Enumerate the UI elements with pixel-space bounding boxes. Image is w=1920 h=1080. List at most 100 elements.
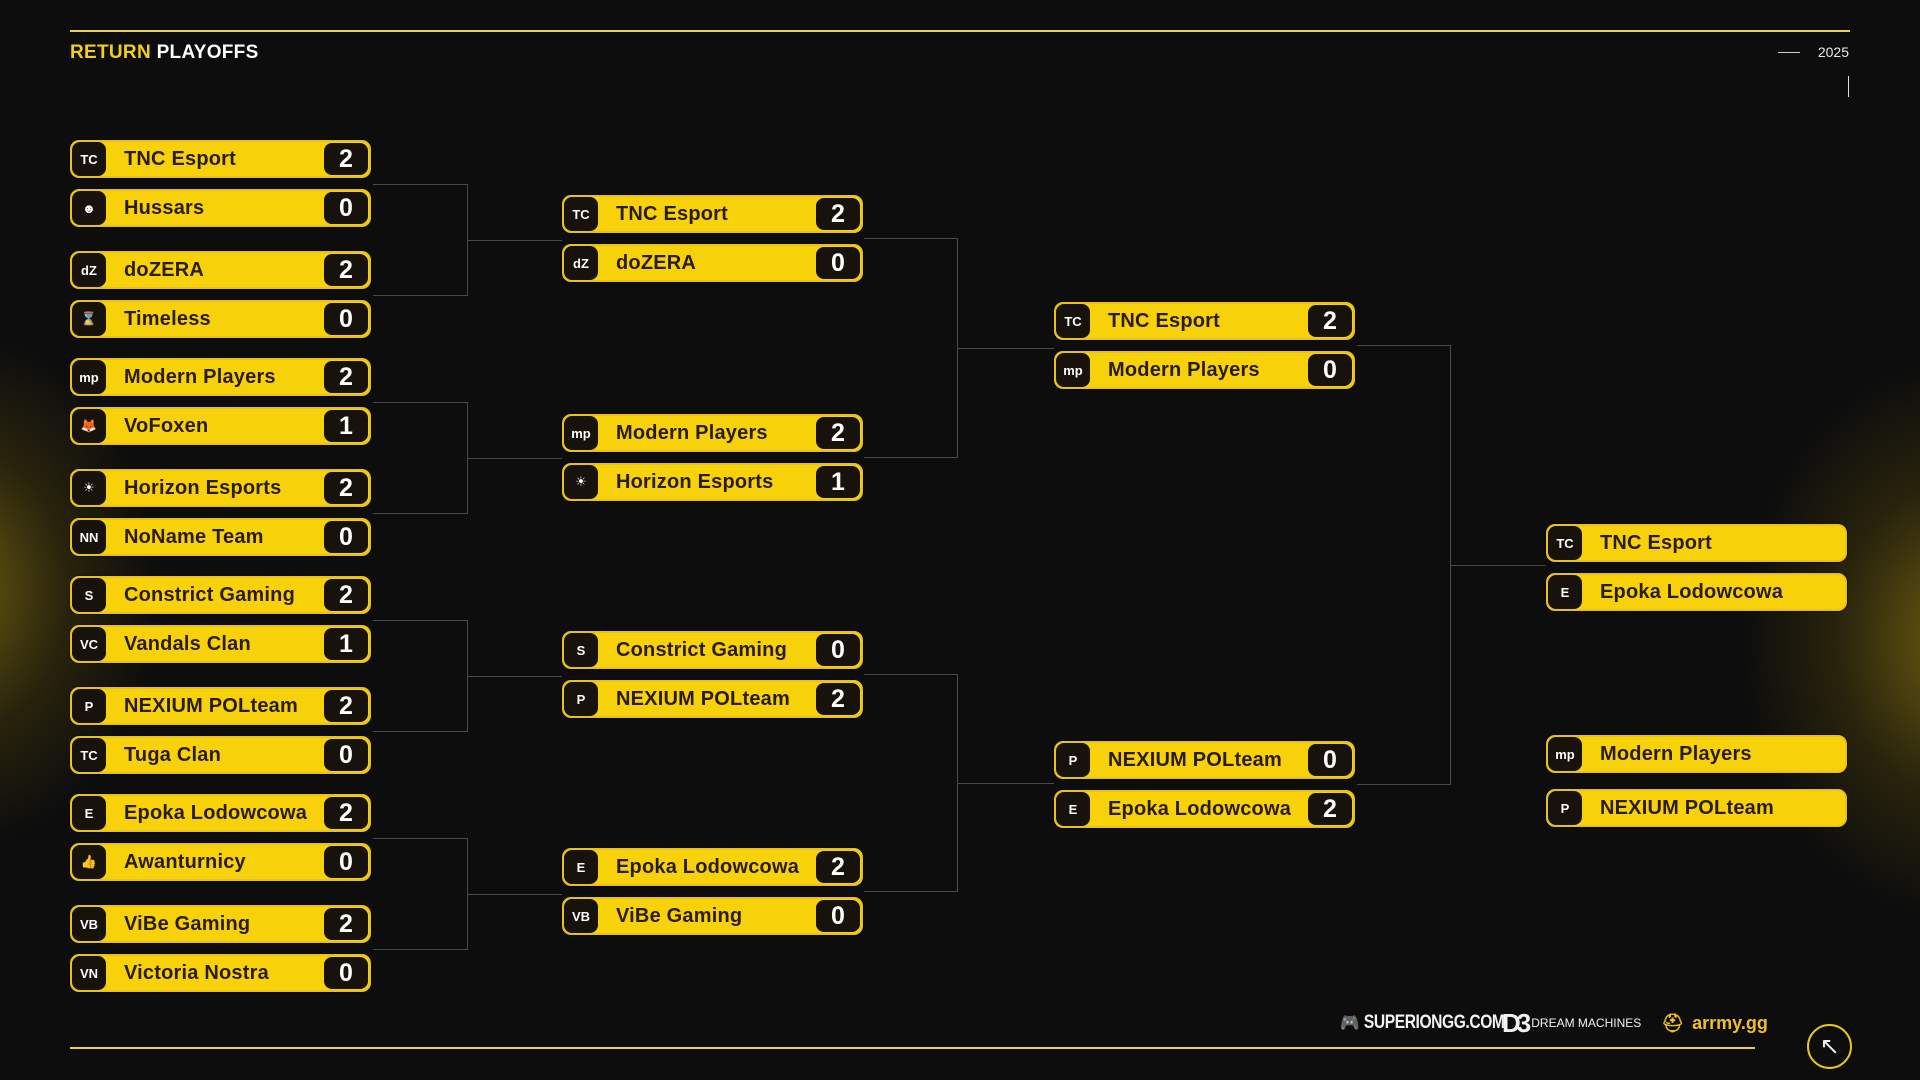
team-row[interactable]: E Epoka Lodowcowa 2 [70, 794, 371, 832]
team-score: 2 [816, 198, 860, 230]
team-row[interactable]: dZ doZERA 2 [70, 251, 371, 289]
team-row[interactable]: ⌛ Timeless 0 [70, 300, 371, 338]
background-glow-right [1740, 360, 1920, 920]
team-row[interactable]: ☀ Horizon Esports 2 [70, 469, 371, 507]
team-logo-icon: E [1548, 575, 1582, 609]
team-logo-icon: mp [564, 416, 598, 450]
team-score: 0 [816, 634, 860, 666]
team-row[interactable]: 👍 Awanturnicy 0 [70, 843, 371, 881]
team-row[interactable]: P NEXIUM POLteam 0 [1054, 741, 1355, 779]
team-row[interactable]: mp Modern Players 2 [70, 358, 371, 396]
team-name: TNC Esport [616, 202, 728, 225]
team-score: 0 [324, 521, 368, 553]
connector-line [1357, 345, 1450, 346]
team-logo-icon: TC [564, 197, 598, 231]
gamepad-icon: 🎮 [1340, 1013, 1360, 1034]
team-score: 2 [1308, 793, 1352, 825]
team-row[interactable]: VB ViBe Gaming 0 [562, 897, 863, 935]
team-row[interactable]: TC TNC Esport 2 [1054, 302, 1355, 340]
team-row[interactable]: P NEXIUM POLteam [1546, 789, 1847, 827]
team-name: doZERA [124, 258, 205, 281]
team-logo-icon: ⌛ [72, 302, 106, 336]
team-logo-icon: mp [72, 360, 106, 394]
connector-line [1357, 784, 1450, 785]
connector-line [1450, 565, 1546, 566]
connector-line [373, 731, 467, 732]
team-logo-icon: 🦊 [72, 409, 106, 443]
header-divider [70, 30, 1850, 32]
connector-line [467, 458, 562, 459]
team-name: doZERA [616, 251, 697, 274]
team-logo-icon: TC [72, 142, 106, 176]
team-score: 0 [324, 303, 368, 335]
team-score: 0 [324, 739, 368, 771]
team-row[interactable]: mp Modern Players [1546, 735, 1847, 773]
team-row[interactable]: mp Modern Players 0 [1054, 351, 1355, 389]
team-logo-icon: TC [1056, 304, 1090, 338]
connector-line [373, 620, 467, 621]
team-row[interactable]: ☀ Horizon Esports 1 [562, 463, 863, 501]
team-row[interactable]: E Epoka Lodowcowa [1546, 573, 1847, 611]
team-logo-icon: mp [1056, 353, 1090, 387]
team-name: Epoka Lodowcowa [616, 855, 800, 878]
team-row[interactable]: E Epoka Lodowcowa 2 [562, 848, 863, 886]
team-row[interactable]: VC Vandals Clan 1 [70, 625, 371, 663]
team-name: NEXIUM POLteam [124, 694, 298, 717]
team-name: Timeless [124, 307, 211, 330]
team-row[interactable]: VB ViBe Gaming 2 [70, 905, 371, 943]
dream-machines-logo-icon: D3 [1502, 1007, 1531, 1038]
title-accent: RETURN [70, 42, 151, 63]
scroll-top-button[interactable]: ↖ [1807, 1024, 1852, 1069]
team-name: ViBe Gaming [616, 904, 743, 927]
team-score: 2 [324, 690, 368, 722]
sponsor-superiongg[interactable]: 🎮 SUPERIONGG.COM [1340, 1011, 1505, 1035]
team-row[interactable]: TC Tuga Clan 0 [70, 736, 371, 774]
team-score: 0 [1308, 354, 1352, 386]
team-score: 2 [816, 417, 860, 449]
team-name: TNC Esport [1600, 531, 1712, 554]
team-row[interactable]: dZ doZERA 0 [562, 244, 863, 282]
team-score: 1 [816, 466, 860, 498]
team-score: 1 [324, 628, 368, 660]
team-name: Constrict Gaming [124, 583, 295, 606]
team-score: 2 [816, 683, 860, 715]
team-row[interactable]: E Epoka Lodowcowa 2 [1054, 790, 1355, 828]
team-score: 0 [816, 900, 860, 932]
team-name: NoName Team [124, 525, 264, 548]
team-row[interactable]: S Constrict Gaming 0 [562, 631, 863, 669]
team-score: 2 [324, 472, 368, 504]
team-score: 2 [324, 797, 368, 829]
team-row[interactable]: P NEXIUM POLteam 2 [562, 680, 863, 718]
arrmy-helmet-icon: ⛑ [1661, 1012, 1685, 1033]
team-row[interactable]: ☻ Hussars 0 [70, 189, 371, 227]
team-logo-icon: P [1548, 791, 1582, 825]
team-name: Modern Players [124, 365, 276, 388]
connector-line [467, 240, 562, 241]
footer-divider [70, 1047, 1755, 1049]
team-name: Hussars [124, 196, 205, 219]
connector-line [373, 184, 467, 185]
sponsor-superiongg-label: SUPERIONGG.COM [1363, 1012, 1505, 1033]
team-row[interactable]: TC TNC Esport 2 [562, 195, 863, 233]
team-row[interactable]: VN Victoria Nostra 0 [70, 954, 371, 992]
team-row[interactable]: P NEXIUM POLteam 2 [70, 687, 371, 725]
connector-line [373, 949, 467, 950]
team-score: 0 [324, 192, 368, 224]
team-row[interactable]: TC TNC Esport [1546, 524, 1847, 562]
connector-line [467, 894, 562, 895]
team-row[interactable]: TC TNC Esport 2 [70, 140, 371, 178]
team-name: Epoka Lodowcowa [1108, 797, 1292, 820]
sponsor-dream-machines[interactable]: D3 DREAM MACHINES [1502, 1008, 1641, 1039]
team-score: 2 [324, 254, 368, 286]
team-row[interactable]: NN NoName Team 0 [70, 518, 371, 556]
team-logo-icon: P [564, 682, 598, 716]
team-row[interactable]: mp Modern Players 2 [562, 414, 863, 452]
team-row[interactable]: S Constrict Gaming 2 [70, 576, 371, 614]
team-name: Horizon Esports [124, 476, 282, 499]
team-logo-icon: ☻ [72, 191, 106, 225]
arrow-up-left-icon: ↖ [1819, 1033, 1840, 1060]
sponsor-arrmy[interactable]: ⛑ arrmy.gg [1661, 1013, 1768, 1034]
team-logo-icon: E [72, 796, 106, 830]
team-row[interactable]: 🦊 VoFoxen 1 [70, 407, 371, 445]
team-name: Modern Players [1108, 358, 1260, 381]
